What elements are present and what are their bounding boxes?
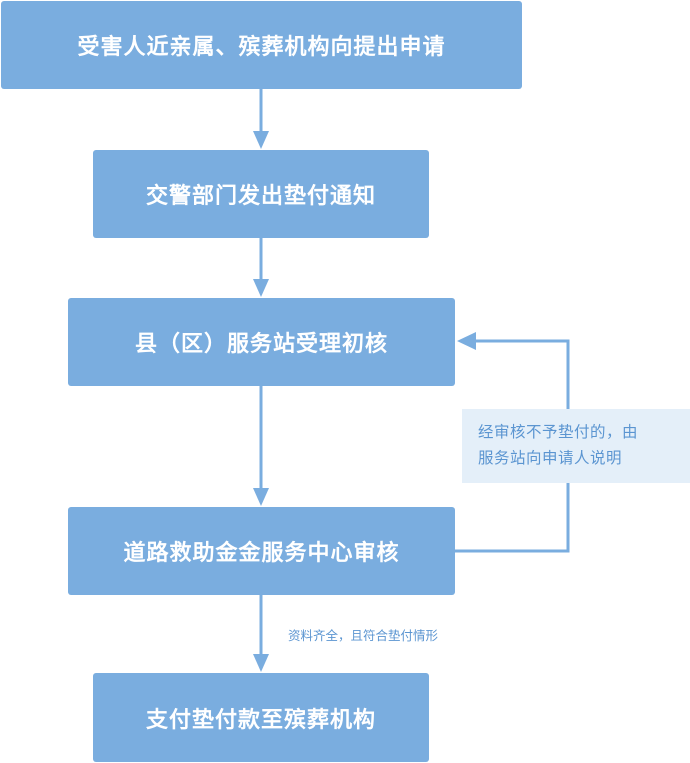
- feedback-note-line2: 服务站向申请人说明: [478, 449, 623, 467]
- step-initial-review: 县（区）服务站受理初核: [68, 298, 455, 386]
- step-police-notice: 交警部门发出垫付通知: [93, 150, 429, 238]
- feedback-note-line1: 经审核不予垫付的，由: [478, 423, 639, 441]
- step-apply: 受害人近亲属、殡葬机构向提出申请: [1, 1, 522, 89]
- arrowhead-step5: [253, 654, 269, 672]
- step-center-review-label: 道路救助金金服务中心审核: [123, 541, 400, 566]
- step-payment-label: 支付垫付款至殡葬机构: [145, 707, 376, 733]
- step-payment: 支付垫付款至殡葬机构: [93, 673, 429, 762]
- feedback-note: 经审核不予垫付的，由 服务站向申请人说明: [462, 409, 690, 483]
- step-police-notice-label: 交警部门发出垫付通知: [145, 184, 376, 209]
- arrowhead-step2: [253, 131, 269, 149]
- arrowhead-step4: [253, 488, 269, 506]
- arrowhead-feedback: [457, 332, 476, 350]
- arrowhead-step3: [253, 279, 269, 297]
- step-initial-review-label: 县（区）服务站受理初核: [134, 332, 388, 357]
- condition-label: 资料齐全，且符合垫付情形: [288, 628, 439, 643]
- step-apply-label: 受害人近亲属、殡葬机构向提出申请: [77, 35, 446, 60]
- step-center-review: 道路救助金金服务中心审核: [68, 507, 455, 595]
